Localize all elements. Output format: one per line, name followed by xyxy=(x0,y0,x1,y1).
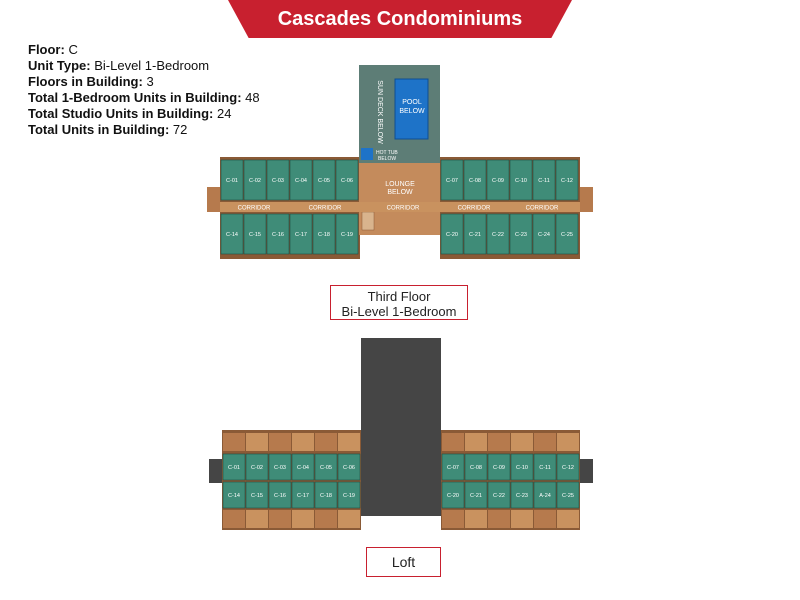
unit-label: C-17 xyxy=(295,232,307,238)
unit-label: C-16 xyxy=(272,232,284,238)
title-banner: Cascades Condominiums xyxy=(228,0,572,38)
unit-c-25[interactable] xyxy=(555,213,579,255)
unit-c-14[interactable] xyxy=(220,213,244,255)
unit-c-20[interactable] xyxy=(440,213,464,255)
third-floor-subtitle: Bi-Level 1-Bedroom xyxy=(341,304,457,319)
lounge-label: LOUNGE xyxy=(385,181,415,188)
unit-label: C-14 xyxy=(226,232,238,238)
unit-label: C-05 xyxy=(318,178,330,184)
pool-label-2: BELOW xyxy=(399,108,425,115)
corridor-label-3: CORRIDOR xyxy=(387,206,420,212)
corridor-label-5: CORRIDOR xyxy=(526,206,559,212)
unit-c-12[interactable] xyxy=(555,159,579,201)
unit-c-15[interactable] xyxy=(243,213,267,255)
hot-tub[interactable] xyxy=(361,148,373,160)
lounge-label-2: BELOW xyxy=(387,189,413,196)
unit-c-08[interactable] xyxy=(463,159,487,201)
hot-tub-label: HOT TUB xyxy=(376,150,398,156)
unit-label: C-08 xyxy=(469,178,481,184)
loft-label: Loft xyxy=(366,547,441,577)
unit-c-10[interactable] xyxy=(509,159,533,201)
unit-c-16[interactable] xyxy=(266,213,290,255)
unit-c-05[interactable] xyxy=(312,159,336,201)
corridor-label-2: CORRIDOR xyxy=(309,206,342,212)
unit-c-23[interactable] xyxy=(509,213,533,255)
unit-label: C-06 xyxy=(341,178,353,184)
third-floor-units: C-01 C-02 C-03 C-04 C-05 C-06 C-07 C-08 C-09 C-10… xyxy=(220,159,579,255)
unit-label: C-15 xyxy=(249,232,261,238)
info-row-floors: Floors in Building: 3 xyxy=(28,74,154,89)
unit-label: C-04 xyxy=(295,178,307,184)
unit-label: C-19 xyxy=(341,232,353,238)
unit-label: C-25 xyxy=(561,232,573,238)
unit-label: C-20 xyxy=(446,232,458,238)
info-row-1bed-units: Total 1-Bedroom Units in Building: 48 xyxy=(28,90,260,105)
unit-c-17[interactable] xyxy=(289,213,313,255)
info-row-total-units: Total Units in Building: 72 xyxy=(28,122,188,137)
unit-label: C-10 xyxy=(515,178,527,184)
unit-label: C-23 xyxy=(515,232,527,238)
info-row-unit-type: Unit Type: Bi-Level 1-Bedroom xyxy=(28,58,210,73)
corridor-label-4: CORRIDOR xyxy=(458,206,491,212)
unit-c-09[interactable] xyxy=(486,159,510,201)
stairs-third xyxy=(361,211,375,231)
unit-label: C-22 xyxy=(492,232,504,238)
info-row-floor: Floor: C xyxy=(28,42,78,57)
third-floor-label: Third Floor Bi-Level 1-Bedroom xyxy=(330,285,468,320)
third-floor-title: Third Floor xyxy=(367,289,431,304)
unit-label: C-02 xyxy=(249,178,261,184)
unit-c-24[interactable] xyxy=(532,213,556,255)
hot-tub-label-2: BELOW xyxy=(378,156,396,162)
unit-label: C-03 xyxy=(272,178,284,184)
unit-c-18[interactable] xyxy=(312,213,336,255)
unit-c-04[interactable] xyxy=(289,159,313,201)
unit-label: C-12 xyxy=(561,178,573,184)
unit-label: C-01 xyxy=(226,178,238,184)
corridor[interactable] xyxy=(220,202,580,212)
unit-c-22[interactable] xyxy=(486,213,510,255)
unit-label: C-18 xyxy=(318,232,330,238)
left-end-stair xyxy=(207,187,220,212)
info-row-studio-units: Total Studio Units in Building: 24 xyxy=(28,106,232,121)
unit-label: C-21 xyxy=(469,232,481,238)
unit-c-01[interactable] xyxy=(220,159,244,201)
unit-label: C-07 xyxy=(446,178,458,184)
unit-c-06[interactable] xyxy=(335,159,359,201)
corridor-label-1: CORRIDOR xyxy=(238,206,271,212)
unit-c-07[interactable] xyxy=(440,159,464,201)
sun-deck-label: SUN DECK BELOW xyxy=(376,80,383,144)
unit-c-03[interactable] xyxy=(266,159,290,201)
unit-c-11[interactable] xyxy=(532,159,556,201)
unit-c-19[interactable] xyxy=(335,213,359,255)
unit-label: C-24 xyxy=(538,232,550,238)
pool-label: POOL xyxy=(402,99,422,106)
right-end-stair xyxy=(580,187,593,212)
pool[interactable] xyxy=(394,78,429,140)
floor-info: Floor: C Unit Type: Bi-Level 1-Bedroom F… xyxy=(28,42,260,138)
unit-label: C-11 xyxy=(538,178,550,184)
unit-label: C-09 xyxy=(492,178,504,184)
unit-c-21[interactable] xyxy=(463,213,487,255)
unit-c-02[interactable] xyxy=(243,159,267,201)
